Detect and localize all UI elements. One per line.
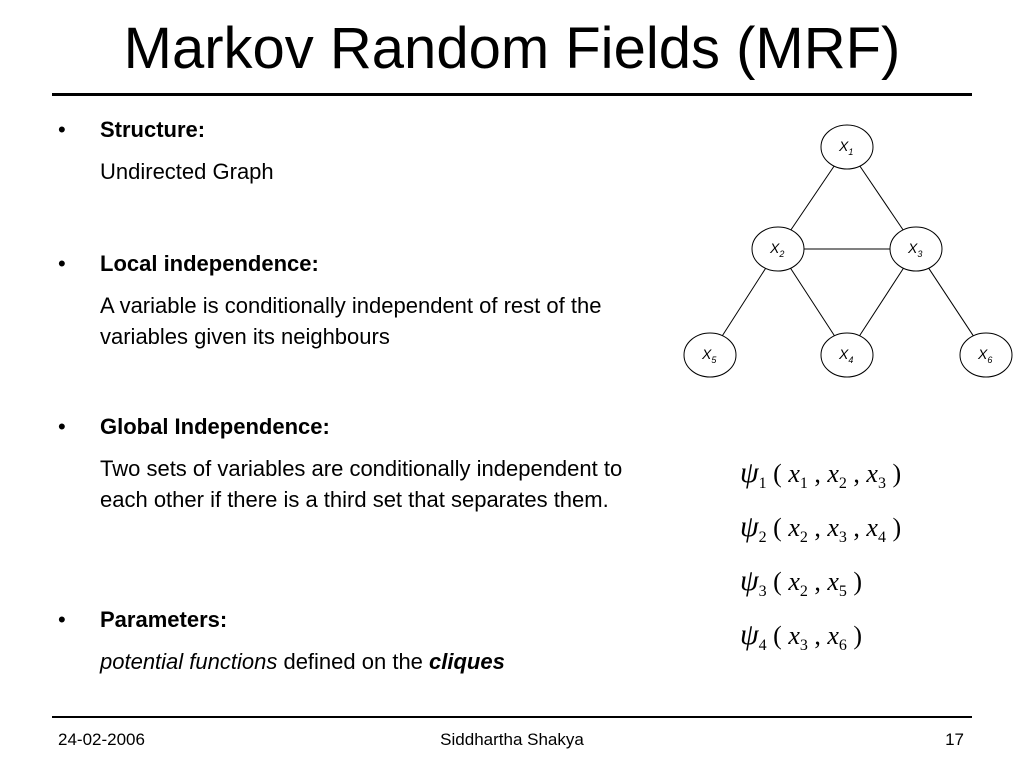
bullet-structure: • Structure: Undirected Graph [58,114,274,187]
bullet-body: Undirected Graph [100,159,274,184]
graph-edge-x2-x4 [790,267,835,337]
psi-symbol: ψ [740,510,759,543]
formula-variable: x [827,513,839,542]
bullet-local-independence: • Local independence: A variable is cond… [58,248,640,352]
bullet-global-independence: • Global Independence: Two sets of varia… [58,411,655,515]
footer-date: 24-02-2006 [58,730,145,749]
footer-author: Siddhartha Shakya [440,730,584,749]
bullet-marker: • [58,117,66,142]
formula-variable: x [788,459,800,488]
bullet-heading: Structure: [100,117,206,142]
formula-psi-1: ψ1 ( x1 , x2 , x3 ) [740,456,902,492]
graph-node-circle [820,124,874,170]
psi-symbol: ψ [740,564,759,597]
bullet-body: Two sets of variables are conditionally … [100,456,623,512]
footer-divider [52,716,972,718]
bullet-parameters: • Parameters: potential functions define… [58,604,505,677]
graph-edges [721,165,974,337]
graph-node-circle [751,226,805,272]
graph-node-x4: X4 [820,332,874,378]
formula-variable: x [788,513,800,542]
formula-variable: x [788,621,800,650]
formula-variable: x [827,459,839,488]
bullet-heading: Global Independence: [100,414,330,439]
page-number: 17 [945,730,964,749]
bullet-heading: Local independence: [100,251,319,276]
graph-node-x5: X5 [683,332,737,378]
title-divider [52,93,972,96]
formula-variable: x [788,567,800,596]
graph-edge-x1-x3 [859,165,904,231]
graph-node-circle [820,332,874,378]
graph-edge-x1-x2 [790,165,835,231]
potential-formulas: ψ1 ( x1 , x2 , x3 ) ψ2 ( x2 , x3 , x4 ) … [740,452,1000,668]
bullet-marker: • [58,607,66,632]
defined-on-text: defined on the [277,649,430,674]
bullet-body: A variable is conditionally independent … [100,293,602,349]
graph-edge-x3-x6 [928,267,974,337]
graph-node-circle [889,226,943,272]
bullet-marker: • [58,251,66,276]
bullet-body: potential functions defined on the cliqu… [100,646,505,677]
slide-title: Markov Random Fields (MRF) [123,16,901,81]
formula-variable: x [827,621,839,650]
graph-node-circle [683,332,737,378]
formula-psi-4: ψ4 ( x3 , x6 ) [740,618,863,654]
bullet-marker: • [58,414,66,439]
graph-edge-x3-x4 [859,267,904,337]
graph-node-x1: X1 [820,124,874,170]
formula-psi-3: ψ3 ( x2 , x5 ) [740,564,863,600]
graph-node-circle [959,332,1013,378]
graph-edge-x2-x5 [721,268,767,336]
psi-symbol: ψ [740,618,759,651]
graph-node-x2: X2 [751,226,805,272]
potential-functions-text: potential functions [100,649,278,674]
formula-psi-2: ψ2 ( x2 , x3 , x4 ) [740,510,902,546]
graph-node-x6: X6 [959,332,1013,378]
cliques-text: cliques [429,649,505,674]
psi-symbol: ψ [740,456,759,489]
formula-variable: x [827,567,839,596]
formula-variable: x [866,513,878,542]
bullet-heading: Parameters: [100,607,228,632]
graph-node-x3: X3 [889,226,943,272]
formula-variable: x [866,459,878,488]
